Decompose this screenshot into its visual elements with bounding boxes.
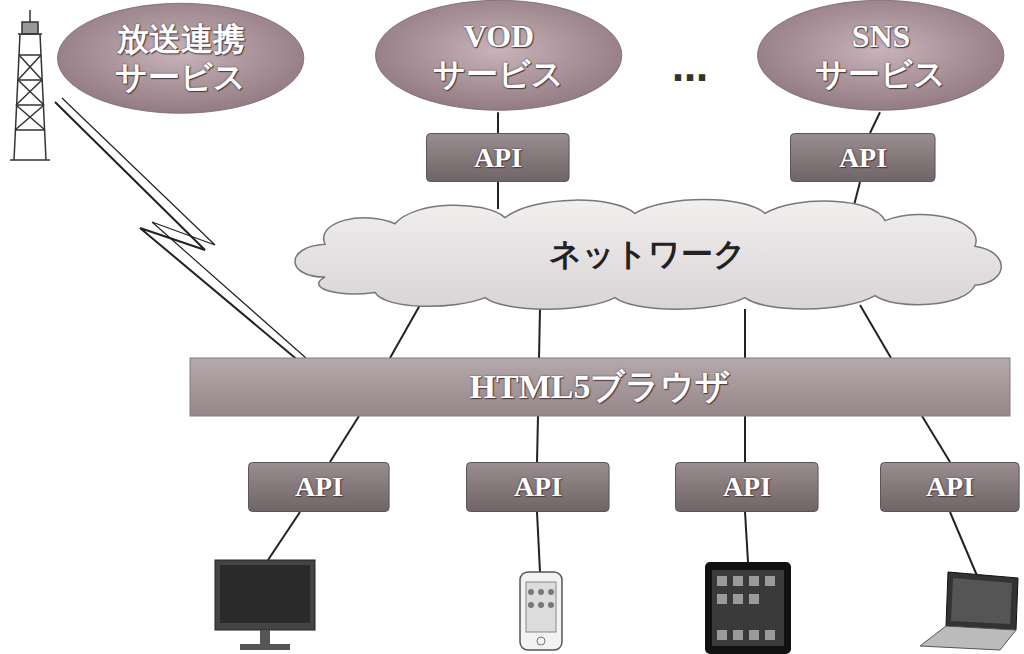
connector-line [922,416,950,462]
connector-line [744,416,746,462]
api-box: API [426,133,570,182]
broadcast-signal [55,102,300,362]
api-box: API [466,462,610,512]
ellipsis-label: … [640,48,740,89]
api-box: API [790,133,936,182]
laptop-icon [920,572,1018,650]
api-box-text: API [723,470,771,504]
service-ellipse: SNS サービス [755,0,1006,112]
api-box-text: API [514,470,562,504]
api-box: API [675,462,819,512]
connector-line [870,112,880,133]
connector-line [330,416,359,462]
service-ellipse-text: VOD サービス [414,17,584,94]
service-ellipse: 放送連携 サービス [55,1,306,116]
connector-line [860,305,891,358]
api-box: API [880,462,1020,512]
connector-line [537,416,538,462]
connector-line [497,112,499,133]
network-cloud-text: ネットワーク [549,235,746,273]
api-box-text: API [474,141,522,175]
device-wire [268,512,978,578]
service-ellipse: VOD サービス [373,0,624,112]
connector-line [744,309,746,358]
api-box-text: API [839,141,887,175]
api-box-text: API [295,470,343,504]
broadcast-tower [10,10,50,160]
service-ellipse-outline [55,1,306,116]
broadcast-signal [62,98,306,358]
phone-icon [520,572,562,650]
connector-line [390,305,420,358]
api-box-text: API [926,470,974,504]
connector-line [539,309,540,358]
connector-line [497,182,499,209]
browser-band: HTML5ブラウザ [190,358,1010,416]
service-ellipse-text: 放送連携 サービス [96,20,266,97]
service-ellipse-text: SNS サービス [796,17,966,94]
tablet-icon [705,562,791,654]
api-box: API [248,462,390,512]
network-cloud: ネットワーク [285,195,1010,313]
browser-band-text: HTML5ブラウザ [470,367,731,408]
tv-icon [215,560,315,650]
